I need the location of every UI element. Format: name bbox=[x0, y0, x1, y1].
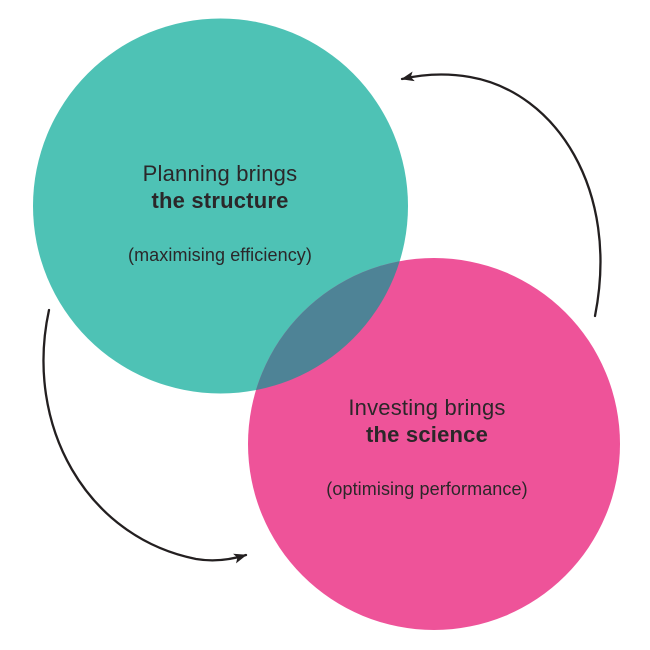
planning-circle bbox=[33, 18, 408, 394]
planning-title-line2: the structure bbox=[151, 188, 289, 213]
planning-title-line1: Planning brings bbox=[142, 161, 298, 186]
planning-subtitle: (maximising efficiency) bbox=[127, 245, 312, 265]
curved-arrow-bottom-left-icon bbox=[42, 308, 248, 564]
planning-circle-label: Planning brings the structure (maximisin… bbox=[60, 160, 380, 266]
investing-title-line2: the science bbox=[365, 422, 489, 447]
investing-title-line1: Investing brings bbox=[348, 395, 506, 420]
investing-subtitle: (optimising performance) bbox=[326, 479, 528, 499]
investing-circle-label: Investing brings the science (optimising… bbox=[267, 394, 587, 500]
curved-arrow-top-right-icon bbox=[400, 71, 602, 318]
investing-circle bbox=[248, 258, 620, 630]
